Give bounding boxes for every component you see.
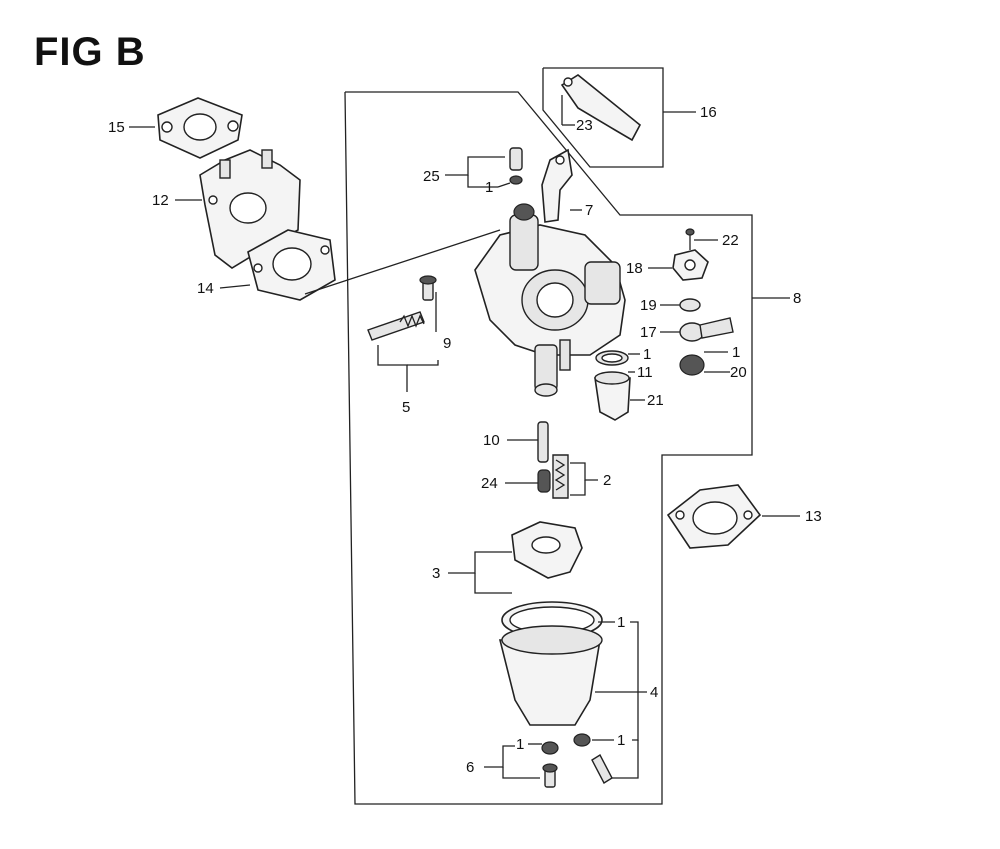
callout-15: 15 (108, 119, 125, 136)
part-16-lever (560, 74, 642, 142)
part-15-gasket (157, 97, 243, 159)
callout-23: 23 (576, 117, 593, 134)
figure-title: FIG B (34, 30, 146, 74)
callout-10: 10 (483, 432, 500, 449)
callout-11: 11 (637, 364, 653, 381)
callout-1-top: 1 (485, 179, 493, 196)
callout-1-oring: 1 (643, 346, 651, 363)
part-21-jet (594, 371, 631, 421)
part-22-screw (685, 228, 695, 250)
callout-13: 13 (805, 508, 822, 525)
part-18-plate (672, 249, 709, 281)
part-4-float-bowl (498, 601, 603, 726)
callout-6: 6 (466, 759, 474, 776)
part-6-washer-right (573, 733, 591, 747)
callout-21: 21 (647, 392, 664, 409)
part-9-screw (419, 275, 437, 301)
callout-1-washer-left: 1 (516, 736, 524, 753)
callout-7: 7 (585, 202, 593, 219)
part-13-gasket (666, 484, 762, 549)
part-19-oring (679, 298, 701, 312)
part-10-pin (537, 421, 549, 463)
part-6-screw-right (591, 754, 613, 784)
part-2-float-valve (552, 454, 569, 499)
part-7-choke (541, 148, 573, 223)
callout-1-washer-right: 1 (617, 732, 625, 749)
part-6-washer-left (541, 741, 559, 755)
callout-12: 12 (152, 192, 169, 209)
part-17-valve (679, 317, 734, 342)
callout-14: 14 (197, 280, 214, 297)
part-14-leader-to-carb (304, 229, 501, 295)
callout-25: 25 (423, 168, 440, 185)
part-6-screw-left (542, 763, 558, 788)
callout-16: 16 (700, 104, 717, 121)
assembly-outline (344, 91, 753, 805)
part-5-pilot-screw (367, 311, 425, 341)
part-16-box (542, 67, 664, 168)
callout-9: 9 (443, 335, 451, 352)
callout-1-bowl: 1 (617, 614, 625, 631)
callout-8: 8 (793, 290, 801, 307)
callout-1-right: 1 (732, 344, 740, 361)
leader-lines (129, 111, 800, 779)
callout-24: 24 (481, 475, 498, 492)
callout-3: 3 (432, 565, 440, 582)
part-11-oring (595, 350, 629, 366)
callout-17: 17 (640, 324, 657, 341)
callout-22: 22 (722, 232, 739, 249)
callout-5: 5 (402, 399, 410, 416)
callout-4: 4 (650, 684, 658, 701)
part-24-needle (537, 469, 551, 493)
part-20-washer (679, 354, 705, 376)
carburetor-body (474, 203, 626, 397)
part-3-float (511, 521, 583, 579)
callout-2: 2 (603, 472, 611, 489)
part-14-gasket (247, 229, 336, 301)
part-25-screw (509, 147, 523, 185)
callout-20: 20 (730, 364, 747, 381)
callout-18: 18 (626, 260, 643, 277)
callout-19: 19 (640, 297, 657, 314)
